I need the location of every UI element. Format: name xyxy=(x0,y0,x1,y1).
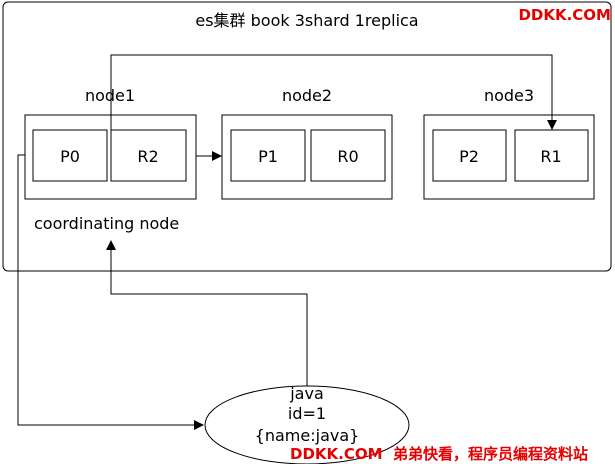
node2-label: node2 xyxy=(282,86,332,105)
watermark-bottom-text: 弟弟快看，程序员编程资料站 xyxy=(393,445,588,463)
node1-label: node1 xyxy=(85,86,135,105)
shard-r2-box xyxy=(110,129,187,182)
watermark-top: DDKK.COM xyxy=(518,6,611,24)
arrow-doc-to-coordinating xyxy=(106,240,308,393)
arrow-r2-to-r1 xyxy=(110,54,557,130)
shard-p0-label: P0 xyxy=(60,147,80,166)
cluster-title: es集群 book 3shard 1replica xyxy=(195,11,418,30)
watermark-bottom-site: DDKK.COM xyxy=(290,445,383,463)
document-line-1: java xyxy=(289,384,324,403)
shard-r2-label: R2 xyxy=(137,147,158,166)
shard-p0-box xyxy=(32,129,108,182)
shard-p1-label: P1 xyxy=(258,147,278,166)
document-line-3: {name:java} xyxy=(255,426,360,445)
arrow-coordinating-to-doc xyxy=(17,154,204,430)
shard-r1-label: R1 xyxy=(540,147,561,166)
document-line-2: id=1 xyxy=(288,404,326,423)
coordinating-node-label: coordinating node xyxy=(34,214,179,233)
shard-r0-label: R0 xyxy=(337,147,358,166)
shard-r1-box xyxy=(514,129,589,182)
node3-label: node3 xyxy=(484,86,534,105)
shard-p2-label: P2 xyxy=(459,147,479,166)
shard-p1-box xyxy=(230,129,306,182)
shard-p2-box xyxy=(432,129,507,182)
document-ellipse xyxy=(204,385,410,464)
shard-r0-box xyxy=(310,129,386,182)
